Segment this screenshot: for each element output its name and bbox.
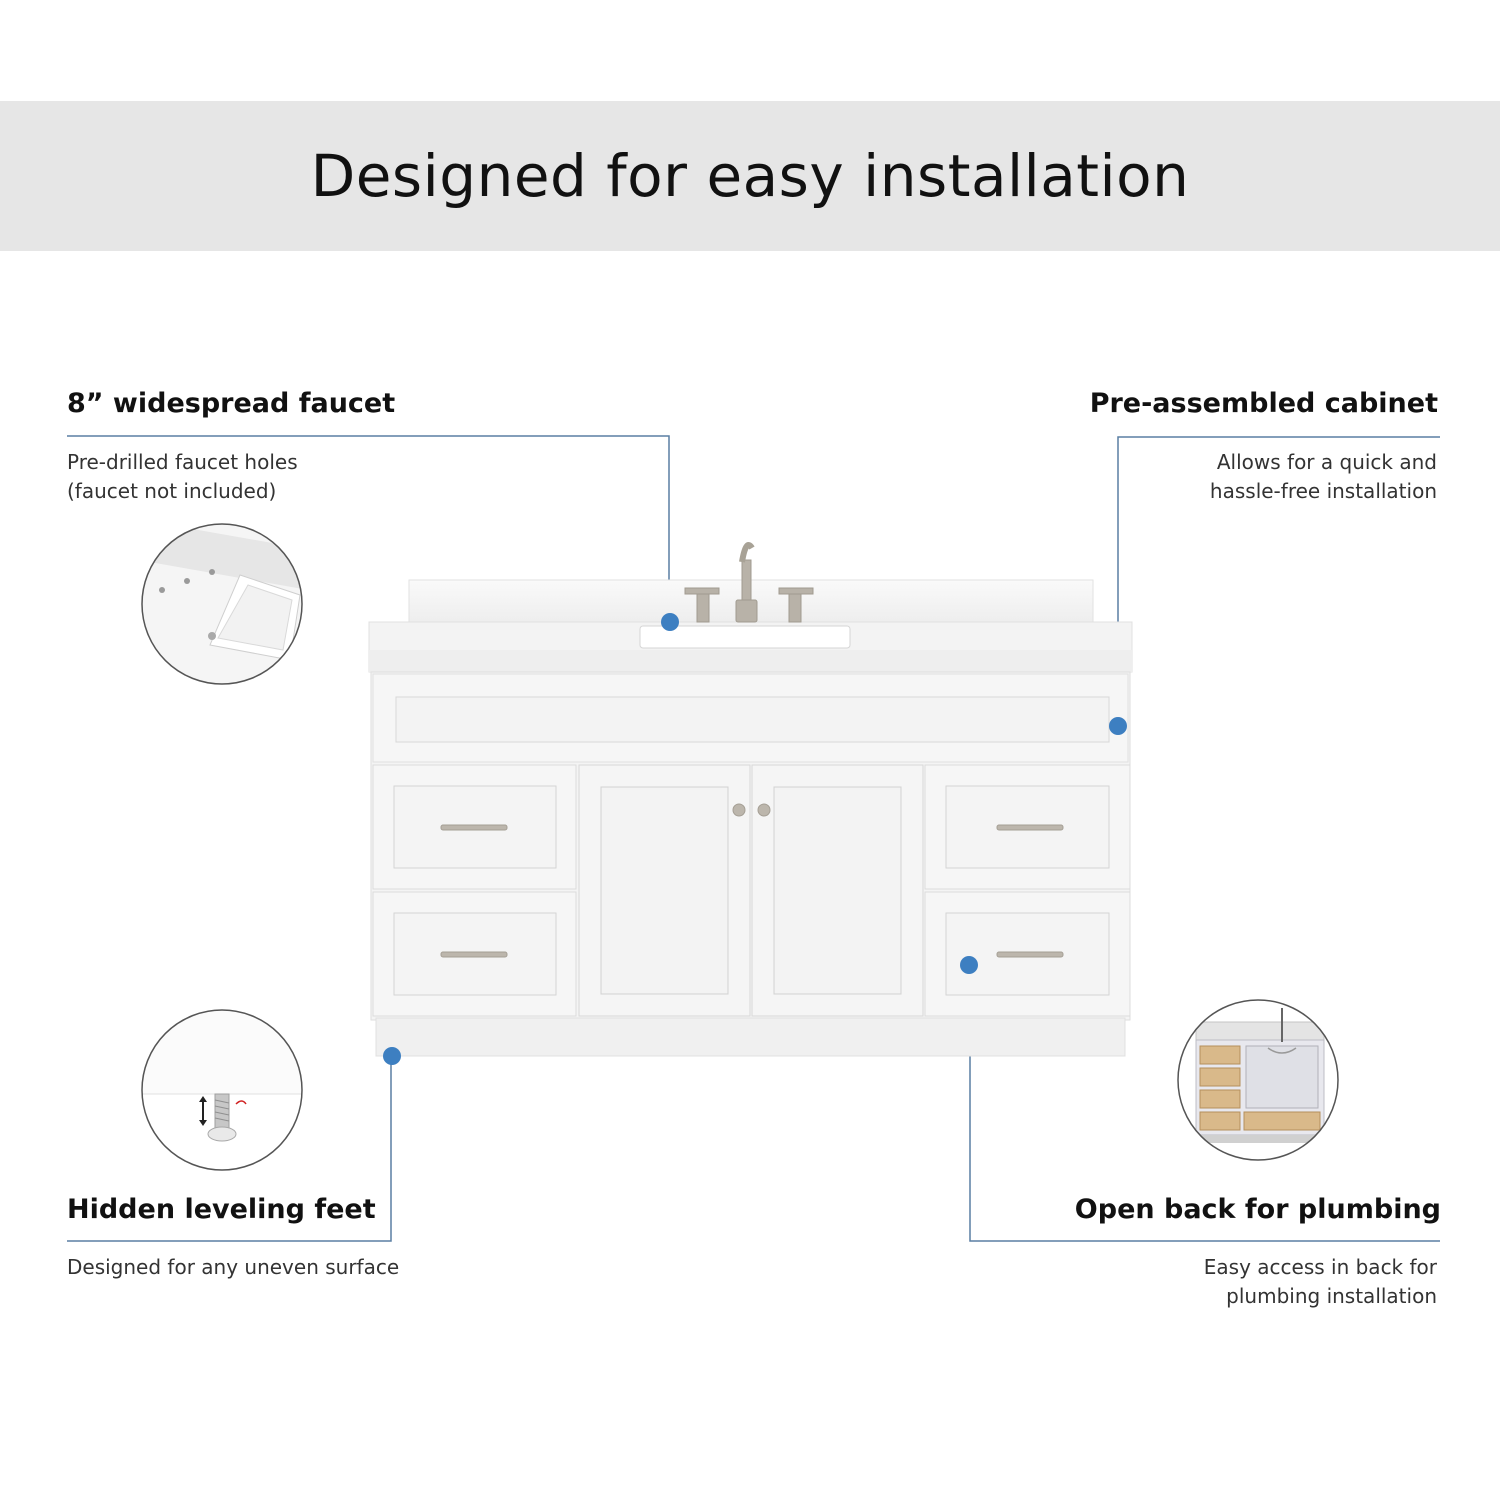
plumbing-dot (960, 956, 978, 974)
feet-leader-line (67, 1055, 392, 1242)
leveling-foot-inset (141, 1009, 303, 1171)
feet-dot (383, 1047, 401, 1065)
doors (578, 764, 924, 1017)
header-banner: Designed for easy installation (0, 101, 1500, 251)
feet-callout-desc-line1: Designed for any uneven surface (67, 1255, 400, 1279)
faucet-callout-desc-line1: Pre-drilled faucet holes (67, 450, 298, 474)
open-back-inset (1177, 999, 1339, 1161)
faucet (684, 542, 814, 623)
callout-dots (383, 613, 1127, 1065)
cabinet-dot (1109, 717, 1127, 735)
plumbing-callout-desc-line1: Easy access in back for (1203, 1255, 1437, 1279)
plumbing-callout-desc-line2: plumbing installation (1226, 1284, 1437, 1308)
faucet-leader-line (67, 435, 670, 622)
plumbing-callout-title: Open back for plumbing (1074, 1194, 1441, 1225)
toe-kick (375, 1017, 1126, 1057)
cabinet-hardware (440, 803, 1064, 958)
cabinet-callout-desc-line2: hassle-free installation (1209, 479, 1437, 503)
left-drawers (372, 764, 577, 1017)
page-title: Designed for easy installation (310, 142, 1190, 210)
faucet-callout-title: 8” widespread faucet (67, 388, 396, 419)
sink-cutout (639, 625, 851, 649)
faucet-dot (661, 613, 679, 631)
cabinet-callout-desc-line1: Allows for a quick and (1216, 450, 1437, 474)
faucet-callout-desc-line2: (faucet not included) (67, 479, 277, 503)
feet-callout-title: Hidden leveling feet (67, 1194, 376, 1225)
sink-detail-inset (141, 523, 303, 685)
cabinet-callout-title: Pre-assembled cabinet (1089, 388, 1438, 419)
plumbing-leader-line (969, 965, 1440, 1242)
